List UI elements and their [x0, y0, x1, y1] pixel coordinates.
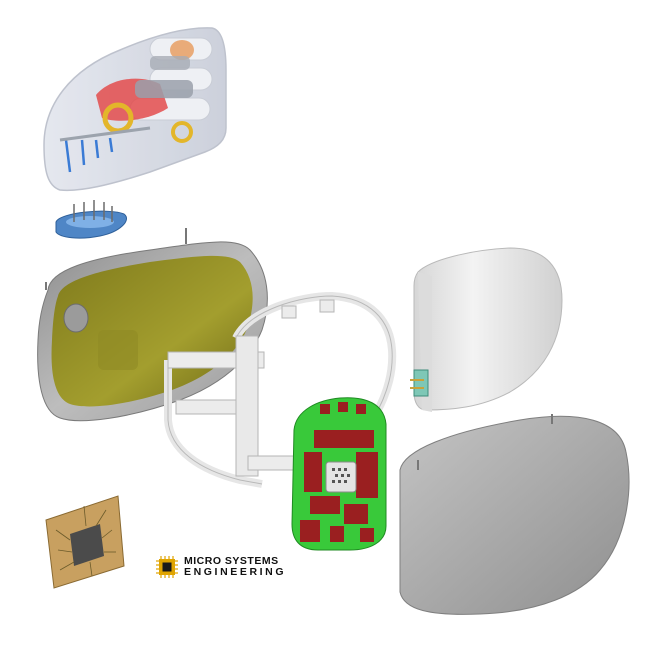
chip-logo-icon: [156, 556, 178, 578]
logo-line2: ENGINEERING: [184, 566, 287, 578]
header-block: [43, 27, 227, 192]
logo-line1: MICRO SYSTEMS: [184, 555, 279, 567]
ic-chip: [45, 495, 125, 589]
case-half-front: [399, 414, 630, 615]
micro-systems-engineering-logo: MICRO SYSTEMS ENGINEERING: [156, 554, 286, 580]
internal-frame: [164, 291, 397, 488]
logo-text: MICRO SYSTEMS ENGINEERING: [184, 556, 286, 578]
feedthrough: [55, 200, 127, 239]
case-half-back: [37, 228, 268, 422]
battery: [410, 247, 563, 412]
circuit-board: [291, 397, 387, 551]
